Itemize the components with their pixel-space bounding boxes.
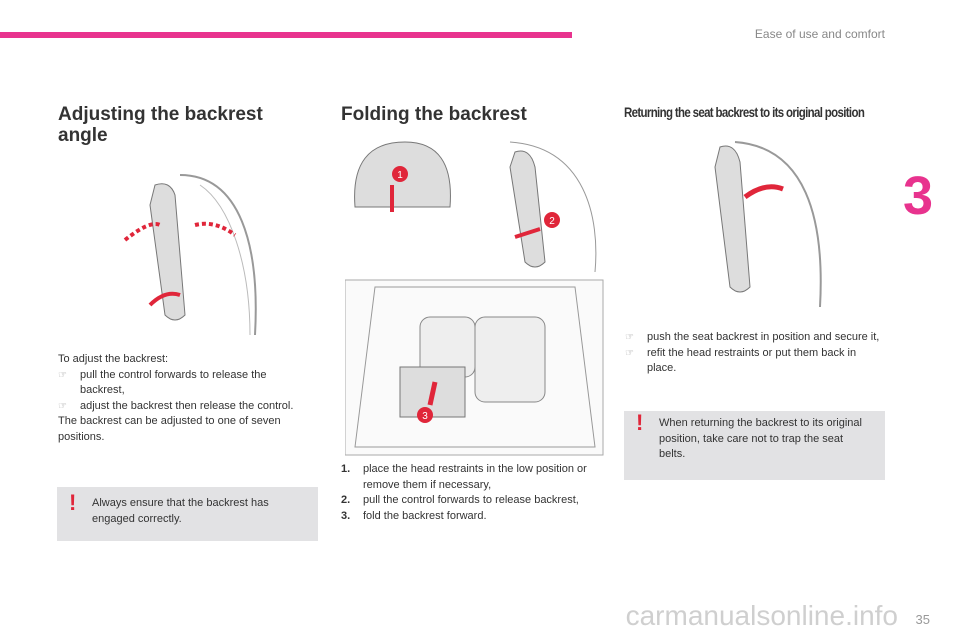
pointing-hand-icon: ☞ [625,332,634,343]
outro-text: The backrest can be adjusted to one of s… [58,415,281,443]
bullet-text: pull the control forwards to release the… [80,368,267,397]
bullet-item: ☞ pull the control forwards to release th… [58,368,313,399]
intro-text: To adjust the backrest: [58,353,169,365]
pointing-hand-icon: ☞ [58,400,67,412]
warning-box: ! Always ensure that the backrest has en… [57,487,318,541]
callout-2: 2 [549,216,555,227]
callout-1: 1 [397,170,403,181]
pointing-hand-icon: ☞ [625,347,634,359]
bullet-text: push the seat backrest in position and s… [647,331,880,343]
step-item: 2. pull the control forwards to release b… [341,493,603,509]
exclamation-icon: ! [636,410,644,435]
backrest-adjust-illustration [120,165,260,345]
backrest-return-illustration [695,137,830,312]
folding-steps: 1. place the head restraints in the low p… [341,462,603,524]
heading-returning: Returning the seat backrest to its origi… [624,104,865,120]
step-text: pull the control forwards to release bac… [363,494,579,506]
step-text: place the head restraints in the low pos… [363,463,587,491]
heading-folding: Folding the backrest [341,104,527,125]
pointing-hand-icon: ☞ [58,369,67,381]
bullet-item: ☞ push the seat backrest in position and … [625,330,887,346]
adjust-instructions: To adjust the backrest: ☞ pull the contro… [58,352,313,445]
step-number: 1. [341,463,351,475]
step-number: 3. [341,509,351,522]
return-instructions: ☞ push the seat backrest in position and … [625,330,887,377]
callout-3: 3 [422,411,428,422]
exclamation-icon: ! [69,490,77,515]
chapter-number: 3 [903,166,934,226]
heading-adjusting: Adjusting the backrest angle [58,104,263,146]
bullet-text: refit the head restraints or put them ba… [647,346,857,375]
step-number: 2. [341,494,351,506]
warning-text: Always ensure that the backrest has enga… [92,497,269,525]
folding-illustrations: 1 2 3 [345,137,605,457]
warning-text: When returning the backrest to its origi… [659,417,862,460]
section-title: Ease of use and comfort [754,27,885,41]
warning-box: ! When returning the backrest to its ori… [624,411,885,480]
bullet-item: ☞ refit the head restraints or put them b… [625,346,887,377]
watermark: carmanualsonline.info [625,600,898,631]
step-text: fold the backrest forward. [363,509,487,522]
bullet-item: ☞ adjust the backrest then release the co… [58,399,313,415]
bullet-text: adjust the backrest then release the con… [80,399,294,412]
accent-bar [0,32,572,38]
step-item: 1. place the head restraints in the low p… [341,462,603,493]
step-item: 3. fold the backrest forward. [341,509,603,525]
page-number: 35 [915,612,930,627]
